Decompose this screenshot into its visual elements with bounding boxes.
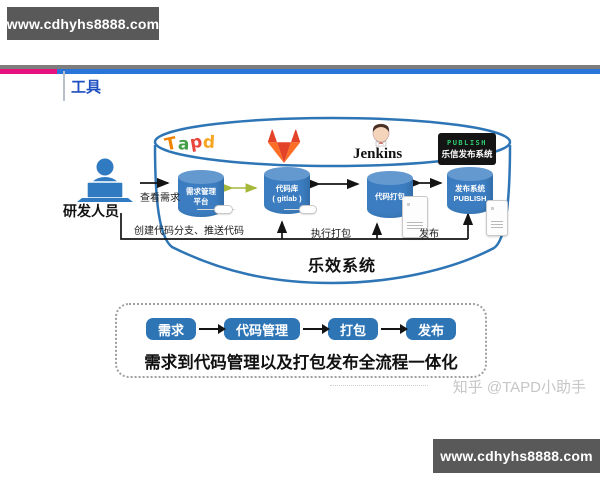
tapd-letter: d (202, 132, 216, 153)
edge-label-view-requirements: 查看需求 (140, 193, 180, 204)
flow-arrow-icon (303, 324, 330, 334)
server-icon (402, 196, 428, 238)
flow-step-publish: 发布 (406, 318, 457, 340)
jenkins-logo-icon (372, 123, 390, 147)
node-label-line1: 发布系统 (455, 184, 485, 193)
lexin-publish-title: PUBLISH (446, 138, 487, 147)
credit-dotted-line (330, 385, 428, 386)
edge-label-create-branch-push: 创建代码分支、推送代码 (134, 226, 244, 237)
node-label-line1: 代码库 (275, 184, 299, 193)
lexin-publish-subtitle: 乐信发布系统 (441, 148, 493, 159)
system-cylinder-top-rim (153, 116, 512, 168)
top-blue-bar (57, 69, 600, 74)
flow-steps-row: 需求 代码管理 打包 发布 (145, 318, 457, 340)
top-gray-bar (0, 65, 600, 70)
section-title: 工具 (71, 79, 102, 96)
flow-step-requirements: 需求 (145, 318, 196, 340)
flow-summary-panel: 需求 代码管理 打包 发布 需求到代码管理以及打包发布全流程一体化 (115, 303, 487, 378)
edge-label-publish: 发布 (419, 229, 439, 240)
node-label-line2: ( gitlab ) (272, 194, 302, 204)
node-label-line2: PUBLISH (453, 194, 487, 204)
node-requirements-platform: 需求管理 平台 (178, 170, 224, 217)
watermark-bottom-right: www.cdhyhs8888.com (433, 439, 600, 473)
jenkins-logo-label: Jenkins (353, 146, 403, 162)
flow-arrow-icon (381, 324, 409, 334)
flow-step-package: 打包 (328, 318, 379, 340)
credit-text: 知乎 @TAPD小助手 (452, 379, 586, 396)
tapd-letter: a (177, 134, 190, 155)
flow-step-code-management: 代码管理 (223, 318, 300, 340)
bottom-routing-line (120, 213, 468, 240)
node-label-line1: 需求管理 (186, 187, 216, 196)
tapd-letter: T (163, 133, 179, 156)
node-label-line2: 平台 (193, 197, 209, 207)
edge-label-run-package: 执行打包 (311, 229, 351, 240)
node-publish-system: 发布系统 PUBLISH (447, 167, 493, 214)
top-pink-bar (0, 69, 57, 74)
actor-label: 研发人员 (63, 203, 119, 219)
tapd-logo: T a p d (163, 131, 216, 156)
flow-caption: 需求到代码管理以及打包发布全流程一体化 (144, 354, 458, 372)
section-title-divider (63, 71, 65, 101)
developer-icon (77, 158, 133, 202)
flow-arrow-icon (198, 324, 226, 334)
node-label-line1: 代码打包 (375, 192, 405, 201)
system-label: 乐效系统 (308, 258, 377, 275)
gitlab-logo-icon (265, 129, 303, 163)
slider-handle-icon (299, 205, 317, 214)
watermark-top-left: www.cdhyhs8888.com (7, 7, 159, 40)
lexin-publish-logo: PUBLISH 乐信发布系统 (438, 133, 496, 165)
server-icon (486, 200, 508, 236)
slider-handle-icon (214, 205, 233, 214)
